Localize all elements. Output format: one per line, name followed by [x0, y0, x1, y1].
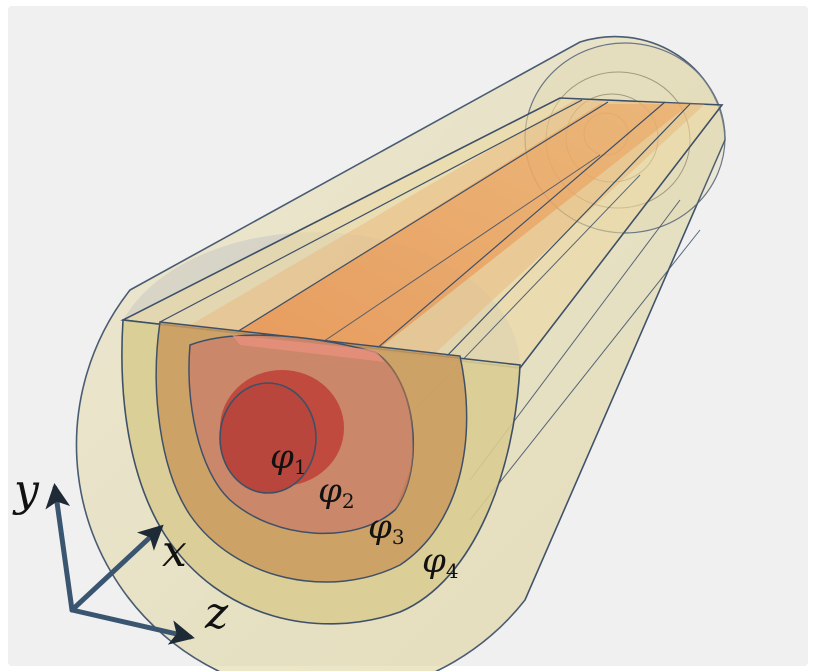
y-axis-label: y — [12, 465, 40, 516]
inner-core-strip — [232, 104, 690, 352]
coordinate-axes — [45, 483, 195, 645]
inner-core-strip-mid — [185, 100, 705, 358]
region-2-label: φ2 — [318, 471, 355, 513]
region-4-label: φ4 — [422, 541, 459, 583]
x-axis-label: x — [162, 526, 187, 577]
region-3-label: φ3 — [368, 507, 405, 549]
region-2-side — [375, 352, 414, 510]
region-2-rim — [232, 335, 385, 362]
x-axis-arrow — [69, 524, 164, 613]
plane-longitudinal-lines — [159, 99, 691, 359]
z-axis-label: z — [204, 588, 229, 639]
region-1-face — [219, 382, 317, 494]
z-axis-arrow — [69, 607, 195, 645]
region-1-label: φ1 — [270, 437, 307, 479]
y-axis-arrow — [45, 483, 75, 613]
